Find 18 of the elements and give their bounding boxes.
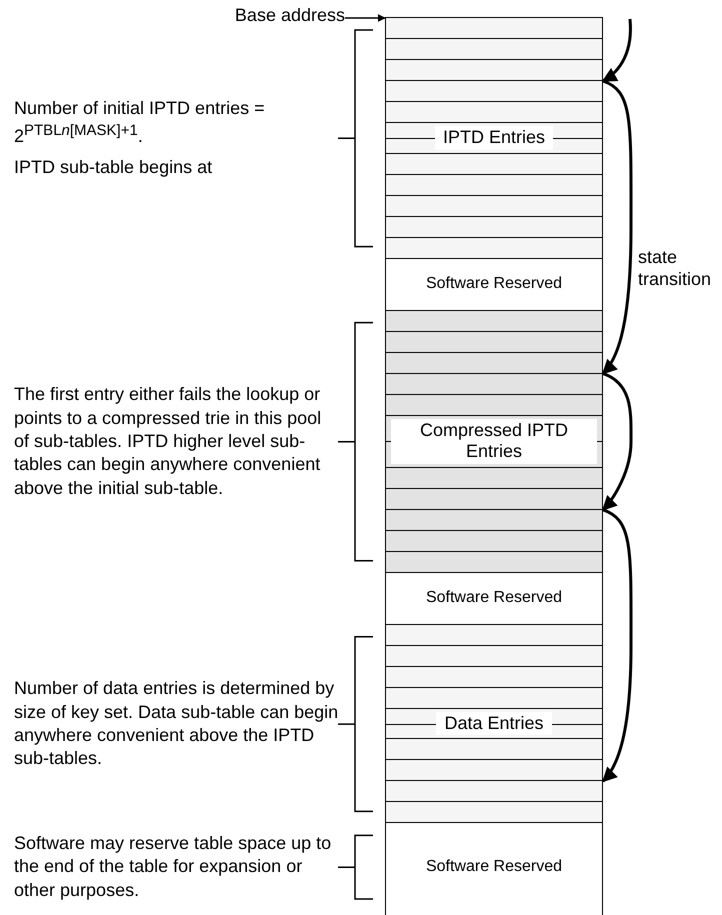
arrow [602, 80, 633, 375]
arrow [602, 18, 632, 82]
arrow [602, 372, 633, 511]
section-label: Data Entries [436, 712, 552, 736]
annotation-text: IPTD sub-table begins at [14, 156, 214, 179]
entry-block [386, 18, 602, 259]
address-label: Base address [234, 5, 345, 26]
annotation-text: Number of data entries is determined by size of key set. Data sub-table can begin anywhere convenient above the IPTD sub-tables. [14, 677, 339, 770]
annotation-text: Software may reserve table space up to the end of the table for expansion or other purposes. [14, 832, 332, 902]
entry-block [386, 624, 602, 824]
section-label: Compressed IPTD Entries [391, 418, 597, 464]
reserved-region: Software Reserved [386, 823, 602, 911]
arrow [602, 508, 633, 782]
entry-block [386, 310, 602, 573]
section-label: IPTD Entries [434, 126, 554, 150]
memory-table [385, 17, 603, 915]
annotation-text: The first entry either fails the lookup or points to a compressed trie in this pool of sub-tables. IPTD higher level sub-tables can begin anywhere convenient above the initial sub-table. [14, 383, 322, 500]
arrow [345, 14, 386, 22]
